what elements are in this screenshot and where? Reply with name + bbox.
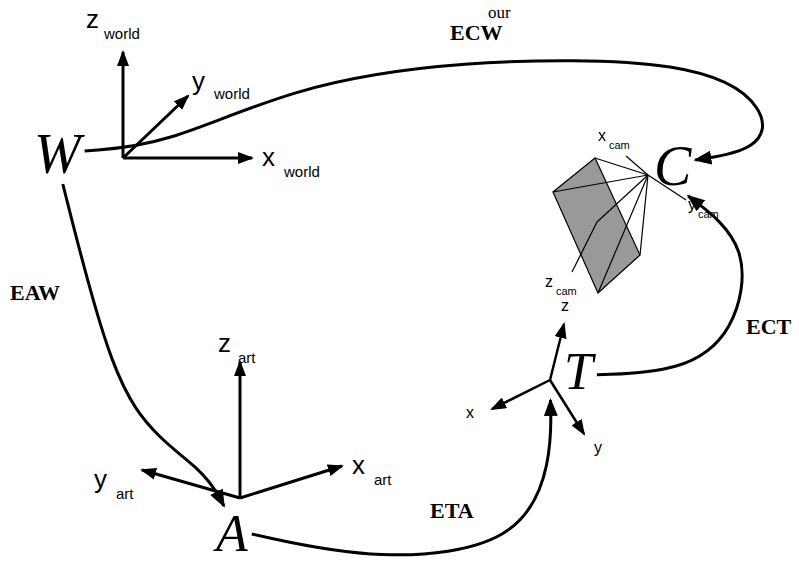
frame-label: T: [548, 344, 597, 400]
frame-name: T: [564, 346, 593, 398]
axis-label: art: [116, 486, 134, 501]
frame-label: C: [648, 136, 695, 196]
transform-label: ECW: [450, 22, 503, 44]
transform-label: EAW: [10, 282, 60, 304]
axis-label: z: [218, 330, 231, 356]
transform-arrow: [597, 196, 742, 375]
axis-label: y: [192, 68, 205, 94]
axis-label: x: [262, 144, 275, 170]
axis-label: world: [214, 86, 250, 101]
axis-label: art: [238, 350, 256, 365]
transform-arrow: [252, 400, 551, 555]
axis-label: x: [466, 405, 474, 421]
axis-label: cam: [698, 209, 719, 220]
axis-label: world: [104, 26, 140, 41]
axis-label: y: [594, 440, 602, 456]
axis-label: art: [374, 472, 392, 487]
frame-name: A: [216, 508, 248, 560]
transform-arrow: [63, 184, 224, 506]
transform-label: ECT: [746, 316, 791, 338]
axis-label: cam: [609, 140, 630, 151]
axis-label: z: [561, 298, 569, 314]
frame-name: C: [654, 138, 691, 194]
axis-label: cam: [556, 286, 577, 297]
axis-label: y: [94, 466, 107, 492]
axis-label: world: [284, 164, 320, 179]
axis-label: x: [352, 452, 365, 478]
transform-label: ETA: [430, 500, 474, 522]
frame-label: W: [30, 124, 85, 184]
axis-label: z: [86, 6, 99, 32]
superscript: our: [488, 4, 511, 21]
axis-label: x: [598, 128, 606, 144]
axis-label: y: [688, 197, 696, 213]
world-axes: [123, 52, 252, 158]
frame-label: A: [212, 506, 252, 562]
frame-name: W: [34, 126, 81, 182]
axis-label: z: [545, 274, 553, 290]
art-axes: [142, 362, 342, 498]
